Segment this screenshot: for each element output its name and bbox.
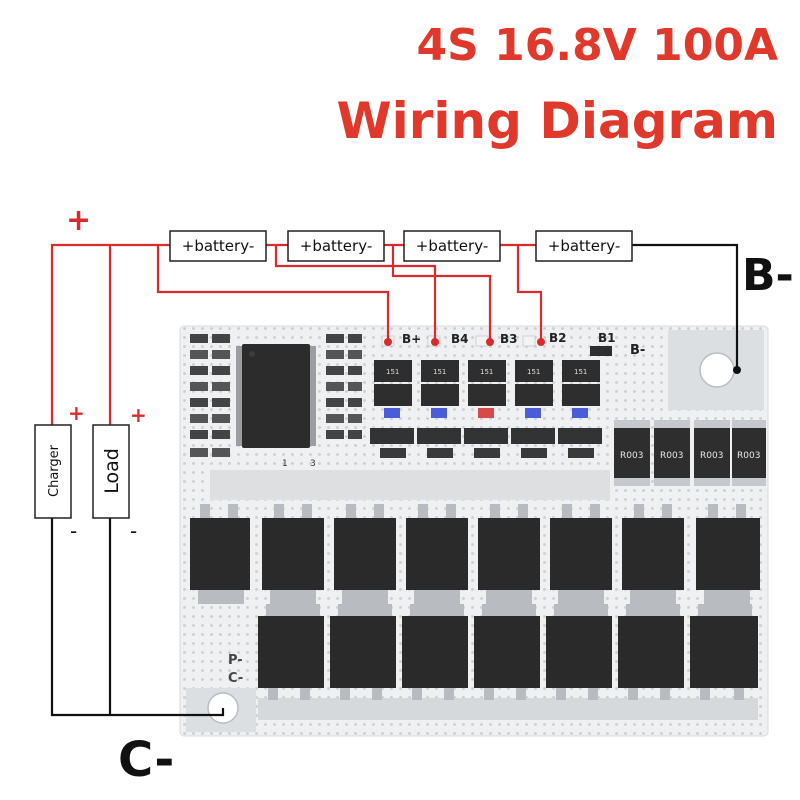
red-wires (50, 243, 543, 425)
battery-cell-4 (535, 230, 633, 262)
board-mark-p-minus: P- (228, 653, 243, 668)
pad-label-b2: B2 (549, 331, 567, 345)
load-label: Load (101, 448, 123, 494)
balance-section (370, 360, 414, 458)
b-minus-wire (632, 243, 739, 370)
shunt-code: R003 (620, 451, 643, 461)
smd-code: 151 (574, 368, 587, 376)
balance-section (417, 360, 461, 458)
b-minus-mount-hole (699, 352, 735, 388)
middle-bus-strip (210, 470, 610, 500)
battery-label-3: +battery- (416, 237, 488, 255)
b-minus-wire-end (733, 366, 741, 374)
balance-wire-b4 (274, 245, 437, 340)
shunt-code: R003 (700, 451, 723, 461)
smd-code: 151 (433, 368, 446, 376)
charger-plus-symbol: + (68, 401, 85, 425)
smd-column-right (326, 334, 362, 439)
charger-minus-symbol: - (70, 519, 77, 543)
pad-label-b1: B1 (598, 331, 616, 345)
black-wires (50, 243, 739, 717)
smd-column-left (190, 334, 230, 457)
load-plus-symbol: + (130, 403, 147, 427)
balance-section (464, 360, 508, 458)
b-minus-label: B- (742, 250, 794, 301)
pad-label-b4: B4 (451, 332, 469, 346)
pad-label-b3: B3 (500, 332, 518, 346)
board-mark-c-minus: C- (228, 671, 243, 686)
balance-wire-ends (384, 338, 545, 346)
board-mark-b-minus: B- (630, 343, 645, 358)
main-positive-wire (50, 243, 170, 425)
charger-box (34, 424, 72, 519)
ic-mark-3: 3 (310, 459, 316, 469)
shunt-code: R003 (737, 451, 760, 461)
c-minus-label: C- (118, 732, 174, 788)
pad-b1-resistor (590, 346, 612, 356)
mosfet-row-bottom (258, 604, 758, 700)
balance-section (511, 360, 555, 458)
pad-label-b-plus: B+ (402, 332, 421, 346)
charger-label: Charger (47, 444, 62, 497)
balance-wire-b-plus (156, 245, 390, 340)
shunt-resistors (614, 420, 766, 486)
balance-section (558, 360, 602, 458)
battery-label-4: +battery- (548, 237, 620, 255)
diagram-title-line2: Wiring Diagram (336, 92, 778, 150)
ic-mark-1: 1 (282, 459, 288, 469)
mosfet-row-top (190, 504, 760, 604)
bms-board: 1 3 (179, 325, 769, 737)
shunt-code: R003 (660, 451, 683, 461)
smd-code: 151 (386, 368, 399, 376)
battery-label-1: +battery- (182, 237, 254, 255)
balance-wire-b2 (516, 245, 543, 340)
battery-label-2: +battery- (300, 237, 372, 255)
diagram-title-line1: 4S 16.8V 100A (416, 20, 778, 71)
pad-b2 (522, 335, 536, 347)
bottom-bus-bar (258, 698, 758, 720)
protection-ic (236, 344, 316, 448)
smd-code: 151 (527, 368, 540, 376)
c-minus-wire (50, 518, 225, 717)
load-box (92, 424, 130, 519)
battery-cell-1 (169, 230, 267, 262)
battery-cell-2 (287, 230, 385, 262)
battery-cell-3 (403, 230, 501, 262)
main-positive-symbol: + (66, 203, 91, 238)
load-minus-symbol: - (130, 519, 137, 543)
smd-code: 151 (480, 368, 493, 376)
balance-wire-b3 (391, 245, 492, 340)
